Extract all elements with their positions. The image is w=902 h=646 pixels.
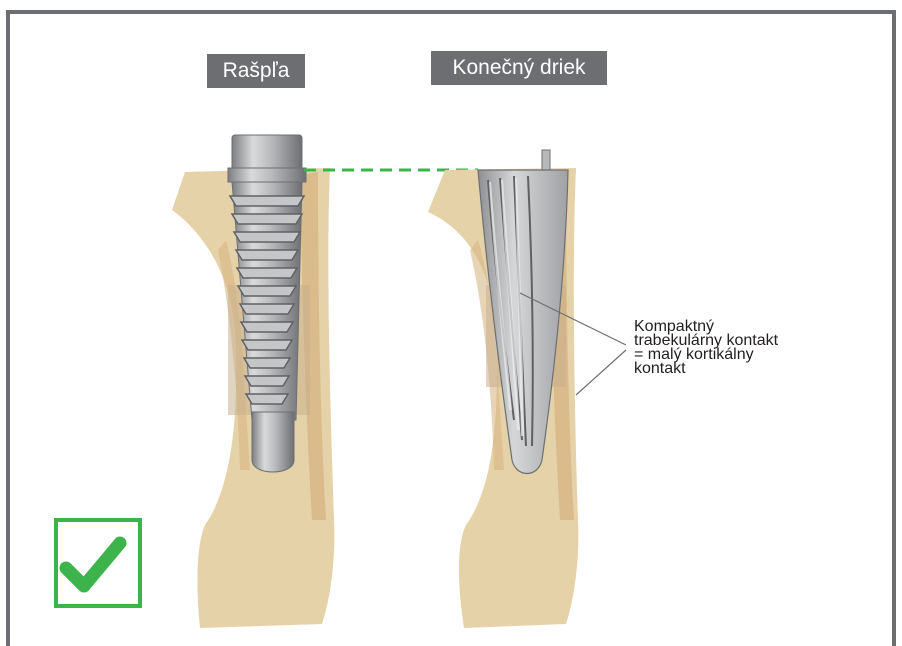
annotation-line: kontakt: [634, 362, 864, 376]
contact-annotation: Kompaktný trabekulárny kontakt = malý ko…: [634, 320, 864, 376]
rasp-label: Rašpľa: [207, 54, 305, 88]
final-stem-label: Konečný driek: [431, 51, 607, 85]
check-icon: [56, 520, 140, 606]
